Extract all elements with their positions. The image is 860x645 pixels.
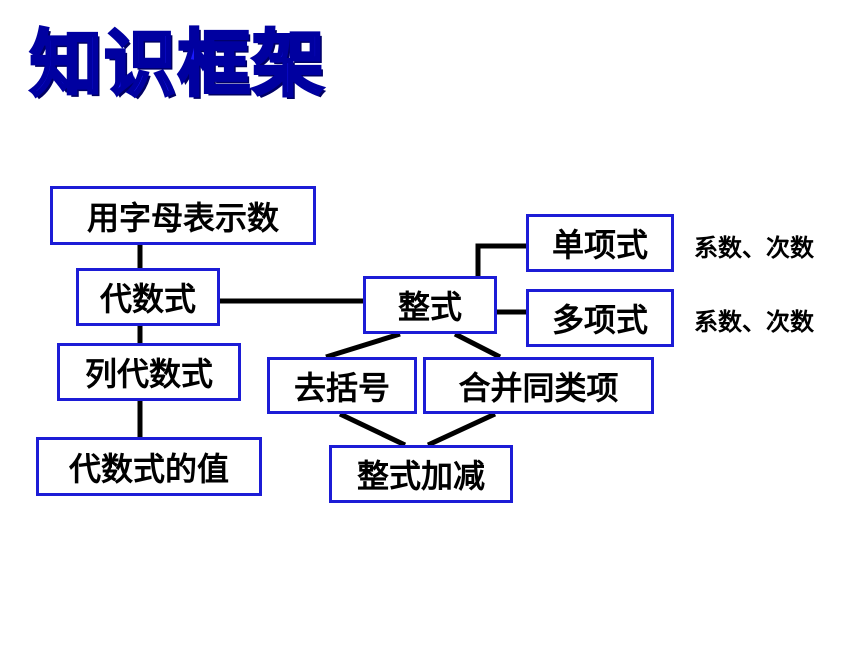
node-daishushi: 代数式: [76, 268, 220, 326]
line-zhengshi-qukuohao: [325, 331, 401, 360]
node-zhengshi: 整式: [363, 276, 497, 334]
node-qukuohao: 去括号: [267, 357, 417, 414]
page-title: 知识框架: [28, 22, 327, 106]
line-qukuohao-jiajian: [338, 411, 407, 448]
node-liedaishushi: 列代数式: [57, 343, 241, 401]
node-yongzimu: 用字母表示数: [50, 186, 316, 245]
node-zhengshijiajian: 整式加减: [329, 445, 513, 503]
node-hebing: 合并同类项: [423, 357, 654, 414]
node-duoxiangshi: 多项式: [526, 289, 674, 347]
line-hebing-jiajian: [426, 411, 497, 448]
note-duoxiangshi: 系数、次数: [694, 308, 814, 336]
line-zhengshi-danxiangshi: [475, 243, 526, 276]
node-danxiangshi: 单项式: [526, 214, 674, 272]
node-daishushizhi: 代数式的值: [36, 437, 262, 496]
line-zhengshi-hebing: [453, 331, 502, 360]
note-danxiangshi: 系数、次数: [694, 234, 814, 262]
